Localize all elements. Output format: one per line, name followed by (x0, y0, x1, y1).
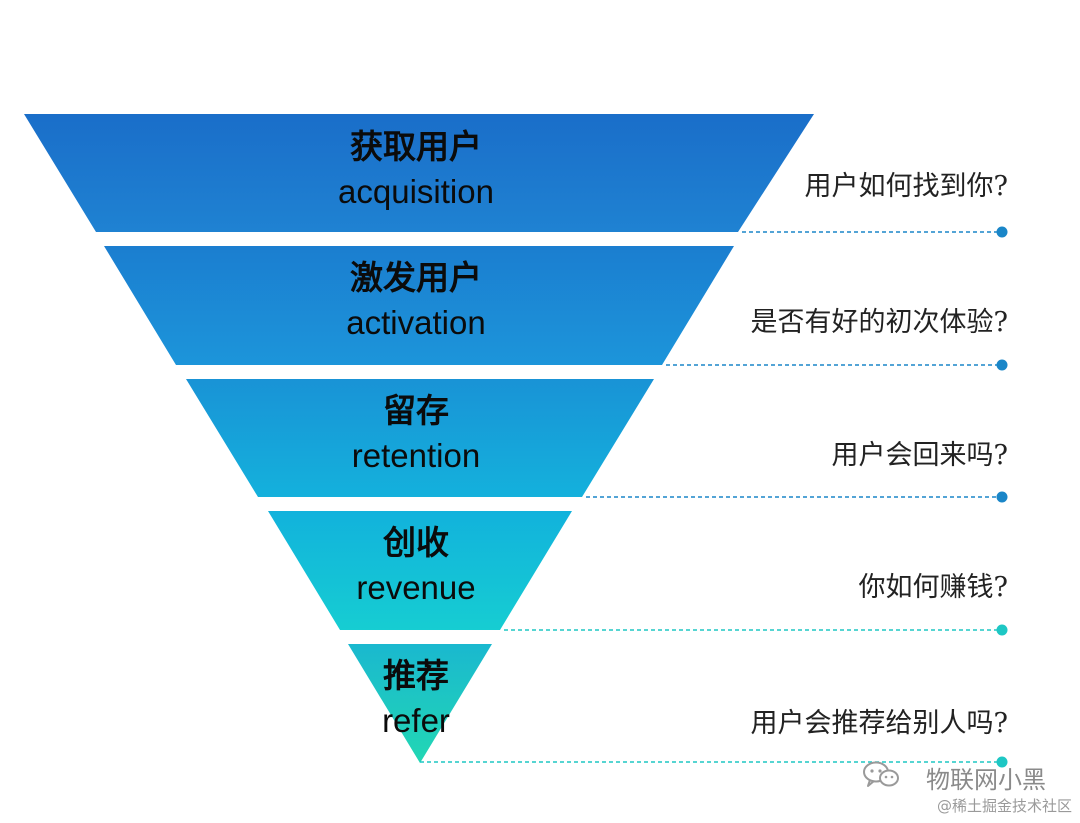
connector-dot-retention (996, 491, 1008, 503)
tier-label-acquisition: 获取用户 acquisition (216, 130, 616, 208)
connector-dot-refer (996, 756, 1008, 768)
funnel-tier-activation (104, 246, 734, 365)
tier-title-cn: 推荐 (383, 656, 449, 695)
connector-dot-acquisition (996, 226, 1008, 238)
watermark-site: @稀土掘金技术社区 (936, 797, 1072, 815)
funnel-tier-refer (348, 644, 492, 763)
connector-dot-activation (996, 359, 1008, 371)
tier-title-en: retention (351, 437, 481, 474)
tier-title-cn: 留存 (383, 391, 449, 430)
tier-title-en: revenue (356, 569, 476, 606)
funnel-tier-retention (186, 379, 654, 497)
tier-title-en: acquisition (338, 173, 494, 210)
question-refer: 用户会推荐给别人吗? (750, 708, 1008, 739)
wechat-icon (863, 761, 899, 787)
question-activation: 是否有好的初次体验? (750, 307, 1008, 338)
tier-title-cn: 创收 (383, 523, 449, 562)
question-acquisition: 用户如何找到你? (804, 171, 1008, 202)
tier-title-cn: 激发用户 (350, 258, 482, 297)
tier-title-en: refer (382, 702, 450, 739)
question-revenue: 你如何赚钱? (858, 572, 1008, 603)
connector-dot-revenue (996, 624, 1008, 636)
funnel-tier-acquisition (24, 114, 814, 232)
tier-label-revenue: 创收 revenue (216, 526, 616, 604)
question-retention: 用户会回来吗? (831, 440, 1008, 471)
tier-label-activation: 激发用户 activation (216, 261, 616, 339)
funnel-tier-revenue (268, 511, 572, 630)
watermark-name: 物联网小黑 (926, 766, 1046, 794)
tier-title-en: activation (346, 304, 486, 341)
tier-label-retention: 留存 retention (216, 394, 616, 472)
tier-label-refer: 推荐 refer (216, 659, 616, 737)
tier-title-cn: 获取用户 (350, 127, 482, 166)
